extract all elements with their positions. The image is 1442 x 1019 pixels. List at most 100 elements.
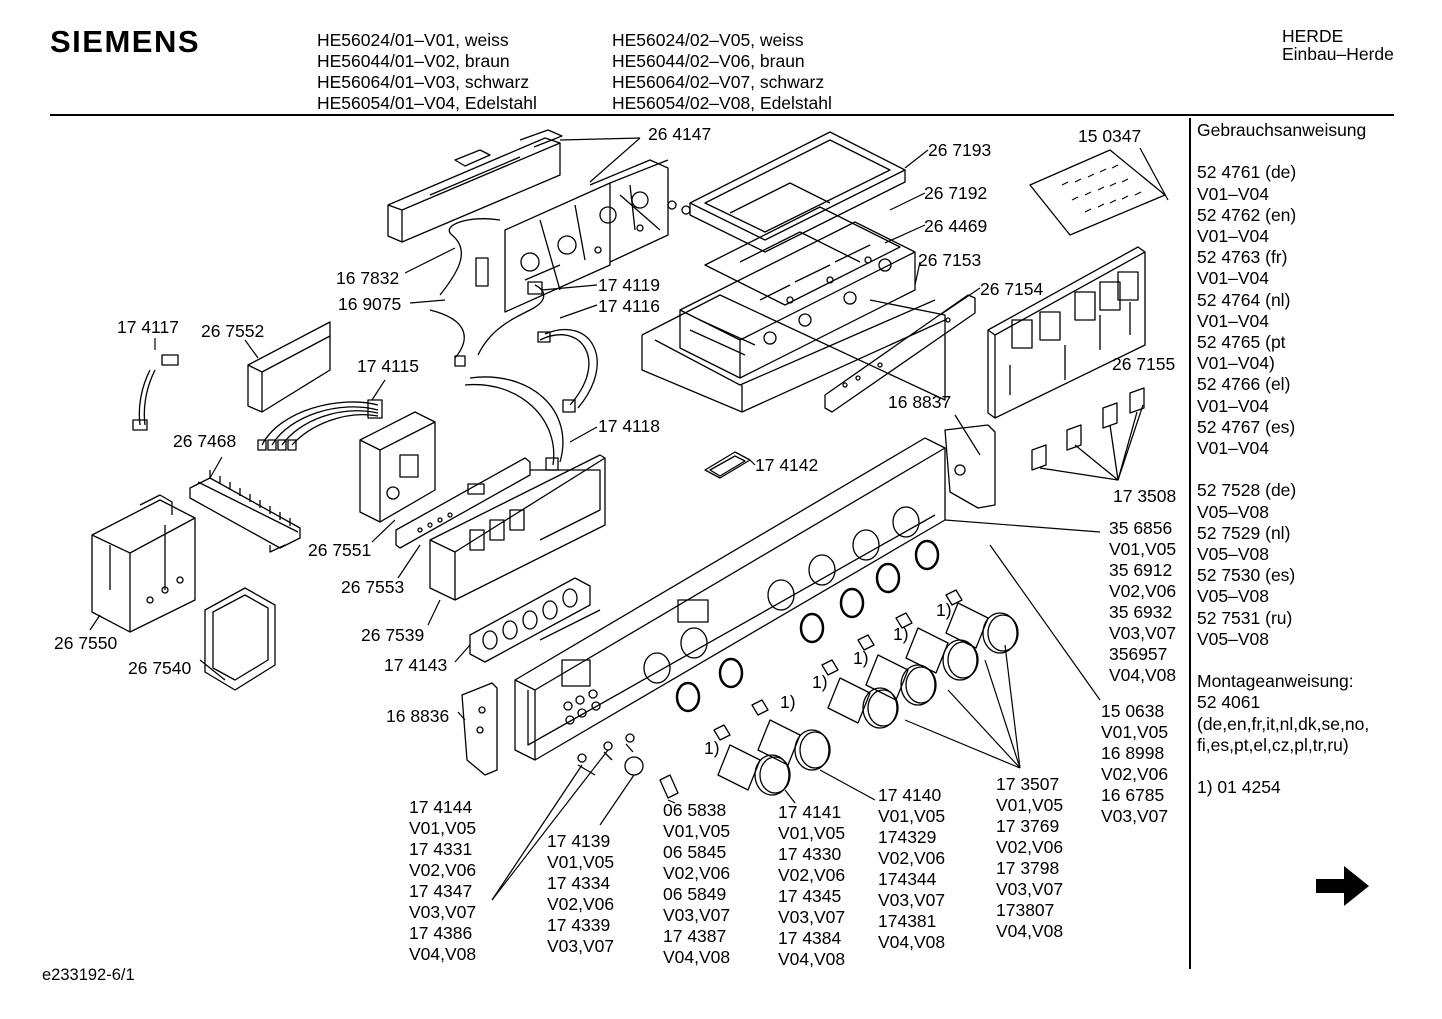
part-number: 26 7154 xyxy=(980,279,1044,299)
part-control-panel-drawing xyxy=(514,437,946,761)
part-174117-drawing xyxy=(132,354,179,431)
part-number: 26 7192 xyxy=(924,183,988,203)
doc-line: V01–V04 xyxy=(1197,226,1270,246)
part-label-174117: 17 4117 xyxy=(117,317,179,338)
part-number: 17 4141 xyxy=(778,802,842,822)
category-line: HERDE xyxy=(1282,26,1344,46)
part-number: 26 7553 xyxy=(341,577,405,597)
part-label-174142: 17 4142 xyxy=(755,455,818,476)
part-number: 16 8836 xyxy=(386,706,450,726)
footnote-mark: 1) xyxy=(893,624,909,644)
part-number: 15 0347 xyxy=(1078,126,1142,146)
document-id: e233192-6/1 xyxy=(42,966,135,984)
part-label-168837: 16 8837 xyxy=(888,392,951,413)
part-label-267468: 26 7468 xyxy=(173,431,236,452)
part-label-167832: 16 7832 xyxy=(336,268,399,289)
part-267193-drawing xyxy=(689,131,906,253)
part-number: 06 5838 xyxy=(663,800,727,820)
doc-line: V01–V04 xyxy=(1197,268,1270,289)
part-150347-drawing xyxy=(1029,149,1166,236)
brand-logo: SIEMENS xyxy=(50,24,201,59)
footnote-mark: 1) xyxy=(936,600,952,620)
model-list-2: HE56024/02–V05, weiss HE56044/02–V06, br… xyxy=(612,30,832,114)
part-number: 35 6912 xyxy=(1109,560,1173,580)
part-number: V01,V05 xyxy=(778,823,846,843)
part-number: V01,V05 xyxy=(1109,539,1177,559)
footnote-mark: 1) xyxy=(780,692,796,712)
part-number: V04,V08 xyxy=(1109,665,1177,685)
part-number: 06 5845 xyxy=(663,842,727,862)
part-number: 26 7468 xyxy=(173,431,237,451)
part-label-267192: 26 7192 xyxy=(924,183,987,204)
doc-line: 52 4764 (nl) xyxy=(1197,289,1291,310)
doc-line: 52 7530 (es) xyxy=(1197,565,1296,586)
part-number: 17 4118 xyxy=(598,416,660,436)
part-number: 17 4116 xyxy=(598,296,660,316)
model-list-1: HE56024/01–V01, weiss HE56044/01–V02, br… xyxy=(317,30,537,114)
part-264147-drawing xyxy=(387,129,563,243)
part-number: 16 7832 xyxy=(336,268,400,288)
part-number: 17 4330 xyxy=(778,844,842,864)
part-267550-drawing xyxy=(91,494,196,633)
model-line: HE56044/01–V02, braun xyxy=(317,51,510,71)
part-number: 35 6932 xyxy=(1109,602,1173,622)
doc-line: Montageanweisung: xyxy=(1197,671,1354,692)
part-number: V01,V05 xyxy=(663,821,731,841)
part-number: 15 0638 xyxy=(1101,701,1165,721)
part-number: V04,V08 xyxy=(409,944,477,964)
model-line: HE56054/01–V04, Edelstahl xyxy=(317,93,537,113)
part-label-173508: 17 3508 xyxy=(1113,486,1176,507)
part-label-267193: 26 7193 xyxy=(928,140,991,161)
doc-line: Gebrauchsanweisung xyxy=(1197,120,1367,140)
part-number: 174344 xyxy=(878,869,937,889)
part-267540-drawing xyxy=(204,587,276,691)
doc-line: 52 4763 (fr) xyxy=(1197,247,1288,268)
footnote-mark: 1) xyxy=(704,738,720,758)
doc-line: fi,es,pt,el,cz,pl,tr,ru) xyxy=(1197,734,1349,755)
part-168837-drawing xyxy=(944,424,996,509)
part-number: 17 4345 xyxy=(778,886,842,906)
part-number: 17 3798 xyxy=(996,858,1060,878)
part-number: V02,V06 xyxy=(878,848,946,868)
part-label-267551: 26 7551 xyxy=(308,540,371,561)
part-label-264147: 26 4147 xyxy=(648,124,711,145)
part-number: 16 8998 xyxy=(1101,743,1165,763)
part-label-267154: 26 7154 xyxy=(980,279,1043,300)
part-label-174118: 17 4118 xyxy=(598,416,660,437)
arrow-right-icon[interactable] xyxy=(1314,864,1372,908)
model-line: HE56024/02–V05, weiss xyxy=(612,30,804,50)
part-number: V01,V05 xyxy=(409,818,477,838)
part-knobs-drawing xyxy=(717,602,1019,796)
doc-line: 52 4766 (el) xyxy=(1197,374,1291,395)
part-number: 17 3769 xyxy=(996,816,1060,836)
part-number: V03,V07 xyxy=(409,902,477,922)
part-label-174119: 17 4119 xyxy=(598,275,660,296)
part-number: V03,V07 xyxy=(996,879,1064,899)
doc-line xyxy=(1197,650,1369,671)
part-267539-drawing xyxy=(429,454,606,601)
part-267155-drawing xyxy=(987,246,1146,419)
part-number: 174381 xyxy=(878,911,937,931)
part-number: V04,V08 xyxy=(663,947,731,967)
part-number: 17 4119 xyxy=(598,275,660,295)
part-wiring-drawing xyxy=(429,218,598,471)
model-line: HE56064/02–V07, schwarz xyxy=(612,72,825,92)
part-number: 17 4331 xyxy=(409,839,473,859)
part-number: V01,V05 xyxy=(996,795,1064,815)
category-label: HERDE Einbau–Herde xyxy=(1282,27,1394,63)
part-label-174115: 17 4115 xyxy=(357,356,419,377)
part-number: V02,V06 xyxy=(1101,764,1169,784)
part-number: 16 9075 xyxy=(338,294,402,314)
part-number: 26 4147 xyxy=(648,124,712,144)
part-number: V03,V07 xyxy=(1101,806,1169,826)
doc-line xyxy=(1197,756,1369,777)
part-label-267153: 26 7153 xyxy=(918,250,981,271)
part-label-169075: 16 9075 xyxy=(338,294,401,315)
part-number: V02,V06 xyxy=(996,837,1064,857)
part-number: 26 7155 xyxy=(1112,354,1176,374)
doc-line: V05–V08 xyxy=(1197,501,1270,522)
